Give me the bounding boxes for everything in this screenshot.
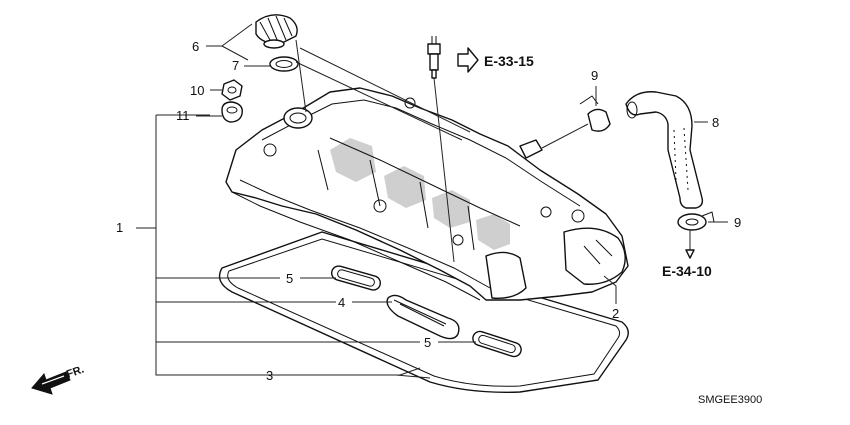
diagram-code: SMGEE3900 [698,394,762,406]
label-part-6: 6 [192,39,199,54]
label-part-5-bottom: 5 [424,335,431,350]
label-part-9-lower: 9 [734,215,741,230]
breather-hose [625,91,704,209]
label-part-1: 1 [116,220,123,235]
cover-nut [221,79,243,101]
label-part-11: 11 [176,108,190,123]
front-direction-label: FR. [65,363,86,380]
cylinder-head-cover [225,87,629,301]
label-part-3: 3 [266,368,273,383]
oil-filler-cap [255,14,298,49]
label-part-7: 7 [232,58,239,73]
spark-plug-seal-4 [386,294,460,340]
reference-arrow-top [457,47,479,73]
spark-plug-seal-5-bottom [472,330,522,358]
label-part-8: 8 [712,115,719,130]
label-part-9-upper: 9 [591,68,598,83]
filler-cap-seal [269,56,299,72]
cover-washer [221,101,243,123]
spark-plug-reference [427,36,441,79]
label-part-5-top: 5 [286,271,293,286]
hose-clamp-lower [677,211,715,231]
label-part-10: 10 [190,83,204,98]
front-direction-arrow-icon [31,371,71,395]
reference-e-34-10: E-34-10 [662,263,712,279]
spark-plug-seal-5-top [330,265,382,291]
reference-e-33-15: E-33-15 [484,53,534,69]
label-part-4: 4 [338,295,345,310]
label-part-2: 2 [612,306,619,321]
